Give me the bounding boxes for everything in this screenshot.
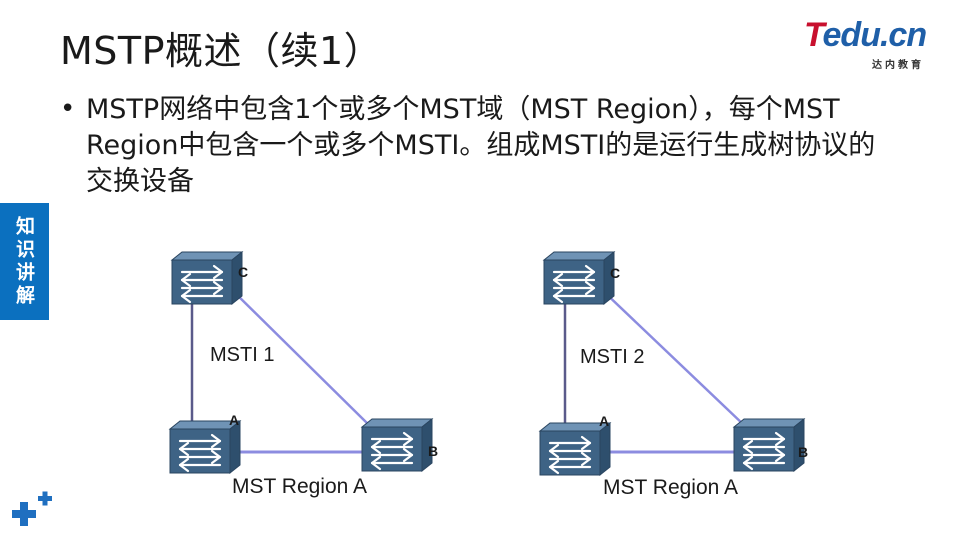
bullet-text: MSTP网络中包含1个或多个MST域（MST Region），每个MST Reg… (86, 94, 876, 197)
switch-b-icon (360, 417, 434, 473)
switch-c-icon (542, 250, 616, 306)
diagram-msti-1: C A B MSTI 1 MST Region A (168, 250, 438, 498)
plus-decoration-icon (12, 491, 52, 526)
switch-b-label: B (798, 444, 808, 460)
tedu-logo: Tedu.cn 达内教育 (800, 16, 940, 72)
logo-mark: Tedu.cn (804, 16, 928, 55)
switch-a-label: A (229, 412, 239, 428)
switch-a-label: A (599, 413, 609, 429)
switch-c-label: C (238, 264, 248, 280)
logo-mark-rest: edu.cn (822, 16, 928, 54)
bullet-point: • MSTP网络中包含1个或多个MST域（MST Region），每个MST R… (60, 92, 910, 200)
region-label: MST Region A (232, 475, 367, 498)
switch-c-label: C (610, 265, 620, 281)
bullet-dot-icon: • (60, 94, 76, 124)
diagram-msti-2: C A B MSTI 2 MST Region A (538, 250, 808, 499)
page-title: MSTP概述（续1） (60, 29, 383, 73)
side-tab: 知识讲解 (0, 203, 49, 320)
switch-a-icon (168, 419, 242, 475)
switch-b-label: B (428, 443, 438, 459)
logo-subtitle: 达内教育 (872, 60, 924, 71)
region-label: MST Region A (603, 476, 738, 499)
switch-b-icon (732, 417, 806, 473)
instance-label: MSTI 2 (580, 346, 644, 368)
switch-c-icon (170, 250, 244, 306)
link-c-b (599, 287, 746, 427)
side-tab-label: 知识讲解 (13, 215, 35, 308)
instance-label: MSTI 1 (210, 344, 274, 366)
switch-a-icon (538, 421, 612, 477)
logo-mark-t: T (804, 16, 823, 54)
link-c-b (229, 287, 371, 427)
